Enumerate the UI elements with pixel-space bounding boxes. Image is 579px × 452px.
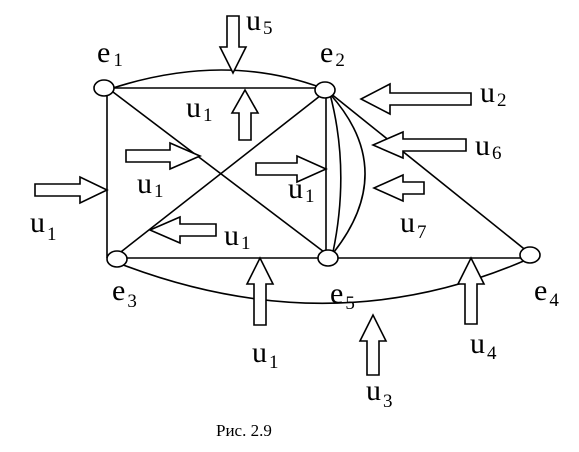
nodes xyxy=(93,79,541,268)
arrow-u5 xyxy=(218,15,248,75)
arrow-u3 xyxy=(358,313,388,376)
arrow-u1-diag-e1e5 xyxy=(125,141,203,171)
arrow-u1-e3e5 xyxy=(245,256,275,326)
arrow-u2 xyxy=(359,82,472,116)
arrow-u1-diag-e2e3 xyxy=(147,215,217,245)
node-e1 xyxy=(93,79,115,97)
input-arrows xyxy=(34,15,486,376)
figure-caption: Рис. 2.9 xyxy=(216,421,272,440)
arrow-u1-e2e5 xyxy=(255,154,328,184)
node-e2 xyxy=(314,81,336,99)
edge-e1-e2-arc xyxy=(112,69,323,89)
arrow-u4 xyxy=(456,256,486,325)
arrow-u6 xyxy=(370,130,467,160)
edge-e2-e5-arc-1 xyxy=(329,93,342,253)
arrow-u7 xyxy=(372,173,425,203)
arrow-u1-e1e3 xyxy=(34,175,109,205)
edge-e2-e5-arc-2 xyxy=(329,93,366,253)
arrow-u1-e1e2 xyxy=(230,88,260,141)
node-e4 xyxy=(519,246,541,264)
edge-e2-e3-diagonal xyxy=(116,91,326,256)
node-e5 xyxy=(317,249,339,267)
edge-e2-e4 xyxy=(329,92,529,253)
node-e3 xyxy=(106,250,128,268)
